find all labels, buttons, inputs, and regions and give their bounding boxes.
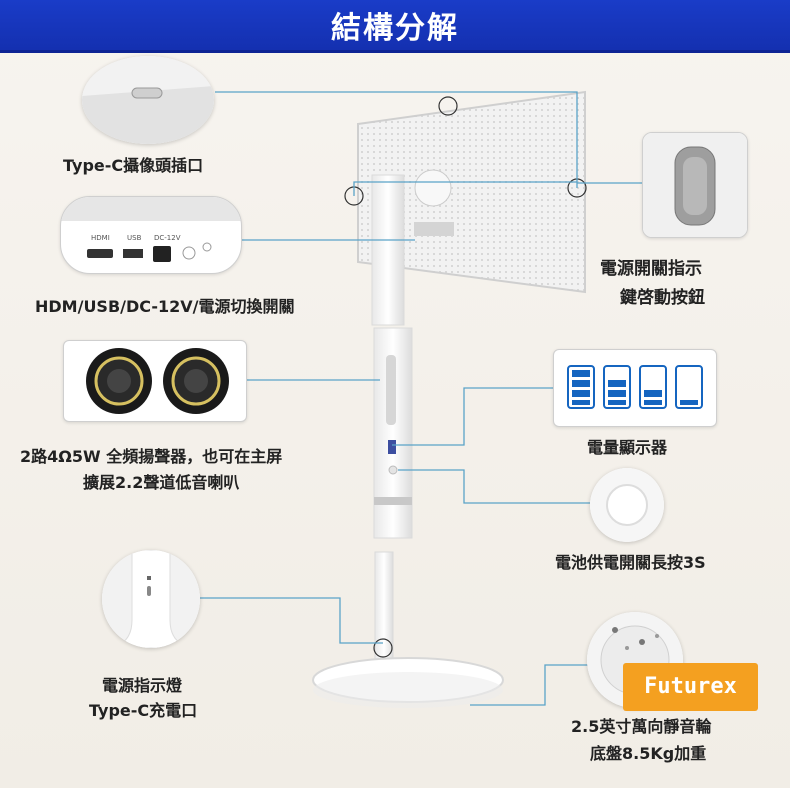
callout-lines (200, 91, 643, 706)
ports-closeup: HDMI USB DC-12V (60, 196, 242, 274)
battery-switch-closeup (590, 468, 664, 542)
lower-pole (374, 551, 394, 663)
typec-camera-closeup (82, 56, 214, 144)
battery-switch-label: 電池供電開關長按3S (555, 553, 706, 572)
ports-label: HDM/USB/DC-12V/電源切換開關 (35, 297, 295, 316)
power-button-closeup (642, 132, 748, 238)
brand-logo: Futurex (623, 663, 758, 711)
speakers-label-2: 擴展2.2聲道低音喇叭 (83, 473, 240, 492)
title-bar: 結構分解 (0, 0, 790, 53)
port-label-usb: USB (127, 234, 142, 242)
port-label-hdmi: HDMI (91, 234, 110, 242)
speakers-closeup (63, 340, 247, 422)
speakers-label-1: 2路4Ω5W 全頻揚聲器，也可在主屏 (20, 447, 283, 466)
battery-indicator (388, 440, 396, 454)
speaker-grille (386, 355, 396, 425)
port-label-dc: DC-12V (154, 234, 181, 242)
power-led-closeup (102, 550, 200, 648)
monitor-back (357, 90, 586, 294)
power-led-label-1: 電源指示燈 (102, 676, 183, 695)
upper-pole (371, 174, 405, 326)
power-led-label-2: Type-C充電口 (89, 701, 198, 720)
page-title: 結構分解 (331, 11, 459, 46)
typec-camera-label: Type-C攝像頭插口 (63, 156, 204, 175)
battery-display-closeup (553, 349, 717, 427)
base-label-1: 2.5英寸萬向靜音輪 (571, 717, 712, 736)
base-label-2: 底盤8.5Kg加重 (590, 744, 707, 763)
power-button-label-1: 電源開關指示 (600, 259, 702, 279)
power-button-label-2: 鍵啓動按鈕 (620, 288, 705, 308)
battery-button (388, 465, 398, 475)
battery-display-label: 電量顯示器 (587, 438, 668, 457)
